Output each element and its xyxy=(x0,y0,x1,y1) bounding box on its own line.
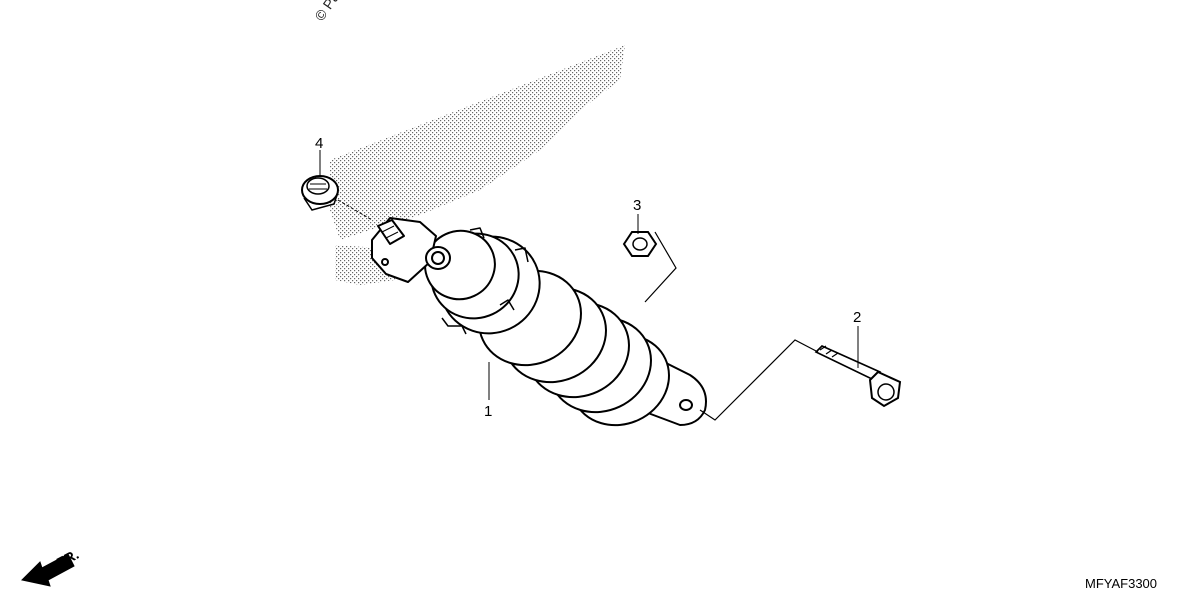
front-direction-indicator: FR. xyxy=(20,546,81,587)
rear-shock-absorber-part[interactable] xyxy=(371,217,707,441)
callout-number-1: 1 xyxy=(484,403,492,420)
drawing-code: MFYAF3300 xyxy=(1085,576,1157,591)
leader-line-2 xyxy=(699,339,819,421)
front-arrow-icon xyxy=(20,553,75,587)
leader-line-3 xyxy=(644,231,677,303)
flange-bolt-part[interactable] xyxy=(814,345,902,408)
leader-line-4 xyxy=(337,199,373,221)
callout-number-3: 3 xyxy=(633,197,641,214)
callout-number-2: 2 xyxy=(853,309,861,326)
flange-nut-part[interactable] xyxy=(622,231,658,257)
cap-nut-part[interactable] xyxy=(301,175,339,211)
copyright-watermark: © Pa xyxy=(311,0,342,24)
callout-number-4: 4 xyxy=(315,135,323,152)
